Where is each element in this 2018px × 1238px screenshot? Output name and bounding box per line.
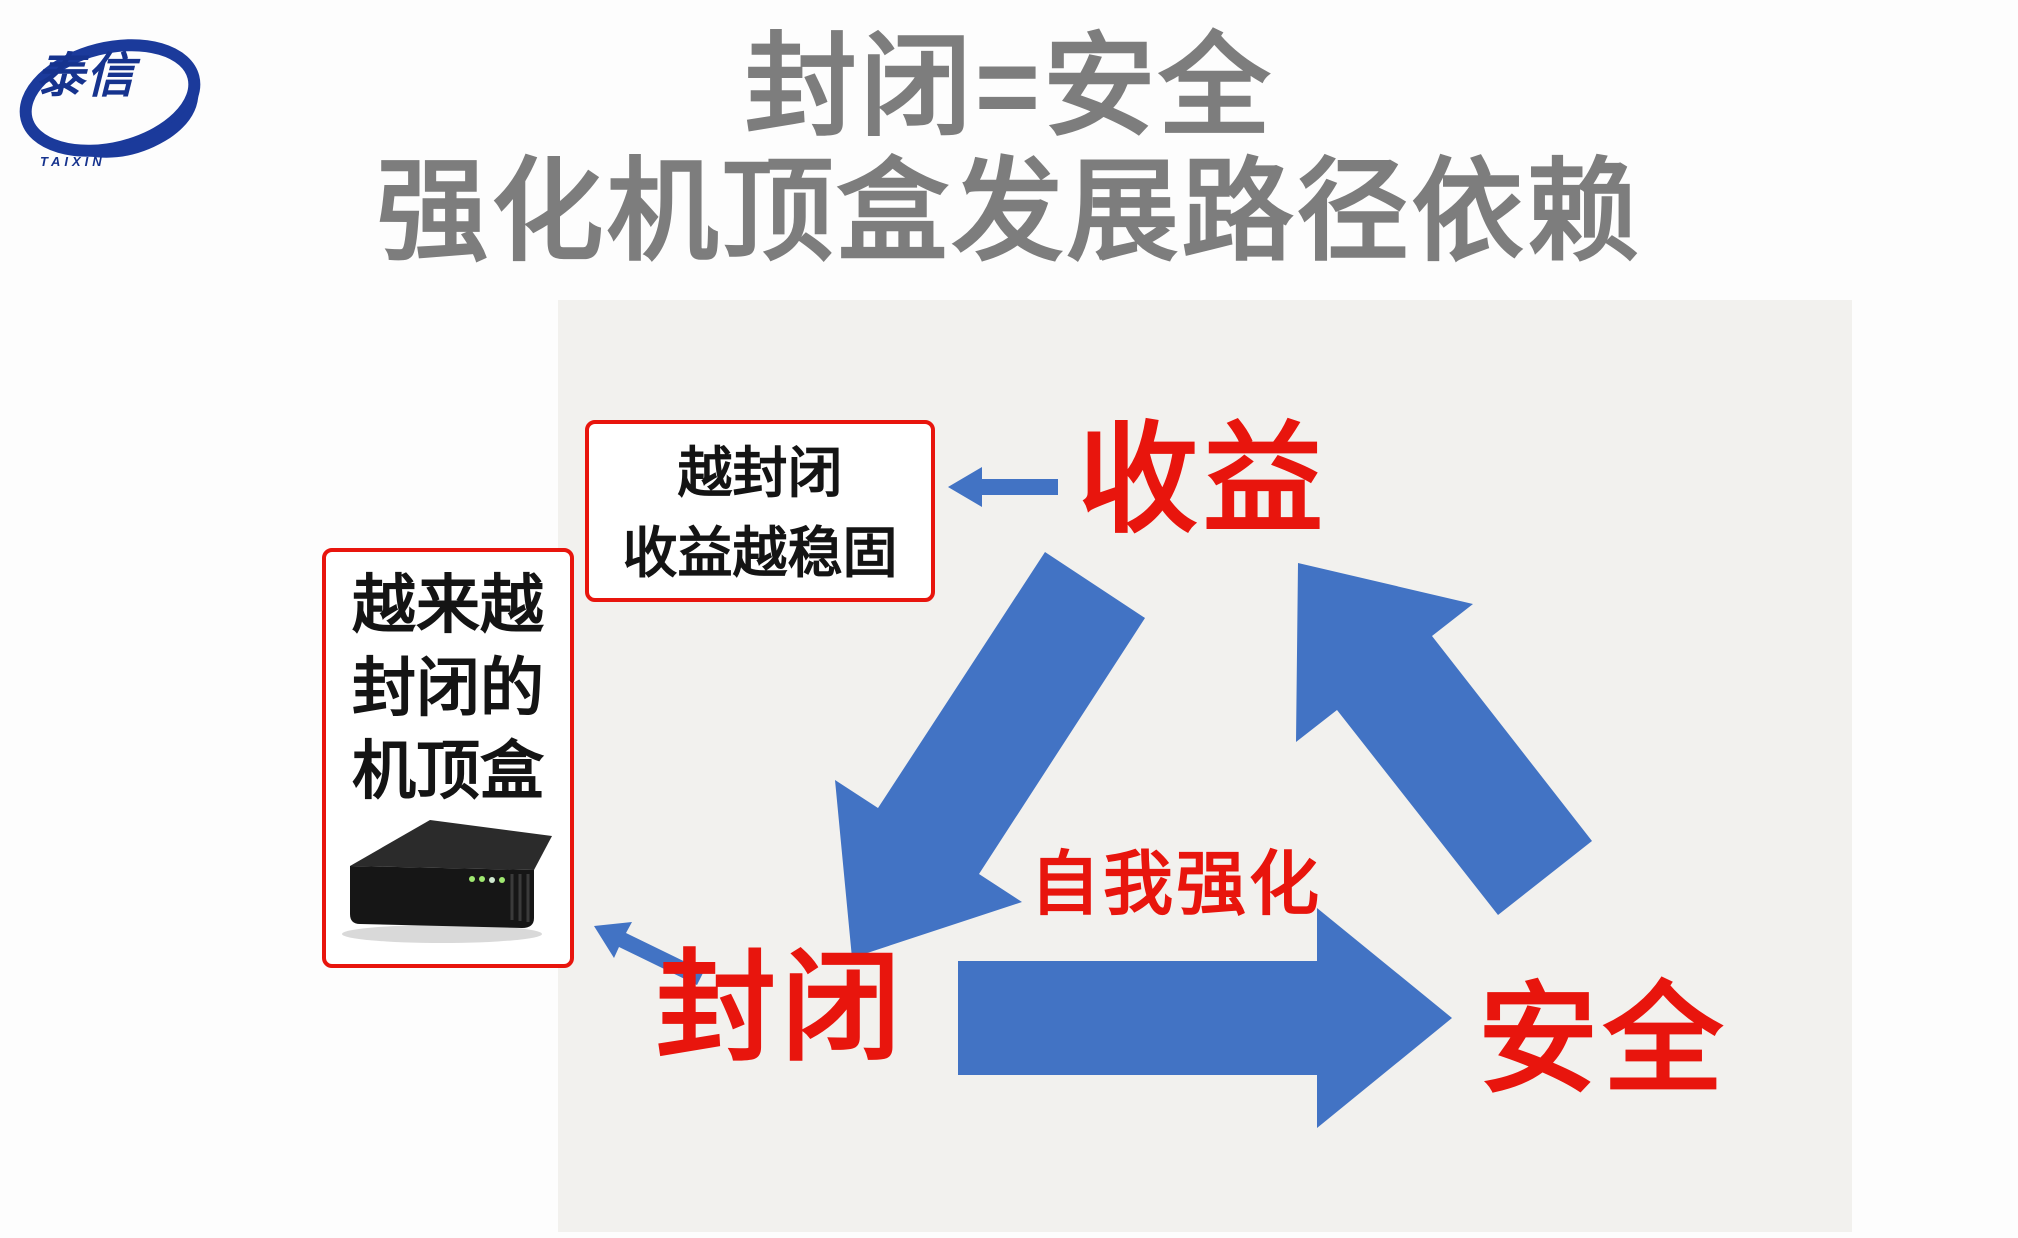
callout-stb-line-3: 机顶盒 bbox=[352, 735, 544, 808]
page-title: 封闭=安全 强化机顶盒发展路径依赖 bbox=[0, 24, 2018, 275]
logo-swoosh-icon bbox=[19, 39, 201, 158]
callout-stb: 越来越 封闭的 机顶盒 bbox=[322, 548, 574, 968]
callout-stb-line-1: 越来越 bbox=[352, 569, 544, 641]
callout-stb-line-2: 封闭的 bbox=[352, 652, 544, 725]
title-line-1: 封闭=安全 bbox=[744, 24, 1274, 149]
logo-brand-text: 泰信 bbox=[36, 50, 137, 103]
node-closed: 封闭 bbox=[656, 941, 906, 1075]
title-line-2: 强化机顶盒发展路径依赖 bbox=[376, 149, 1642, 275]
set-top-box-image bbox=[342, 820, 552, 943]
node-revenue: 收益 bbox=[1078, 413, 1328, 547]
center-label: 自我强化 bbox=[1030, 845, 1322, 923]
callout-revenue: 越封闭 收益越稳固 bbox=[585, 420, 935, 602]
logo-subtext: TAIXIN bbox=[40, 154, 106, 169]
node-safety: 安全 bbox=[1478, 973, 1728, 1107]
callout-revenue-line-2: 收益越稳固 bbox=[622, 521, 898, 584]
callout-revenue-line-1: 越封闭 bbox=[677, 442, 843, 504]
taixin-logo: 泰信 TAIXIN bbox=[10, 8, 208, 186]
